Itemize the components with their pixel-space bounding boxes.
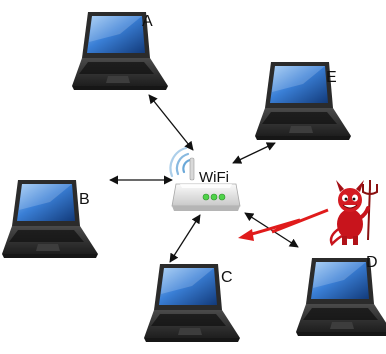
attack-signal-arrow [238, 208, 329, 241]
label-e: E [326, 69, 337, 86]
laptop-a[interactable] [72, 12, 168, 90]
devil-attacker-icon [329, 180, 378, 247]
label-d: D [366, 254, 378, 271]
laptop-icon [72, 12, 168, 90]
connection-router-c [169, 214, 201, 263]
wifi-router-icon[interactable] [169, 146, 241, 211]
connection-router-e [232, 142, 276, 164]
wifi-signal-icon [169, 146, 192, 178]
connections [109, 94, 299, 263]
connection-router-d [244, 212, 299, 248]
label-a: A [142, 13, 153, 30]
label-b: B [79, 191, 90, 208]
wifi-label: WiFi [199, 169, 229, 186]
label-c: C [221, 269, 233, 286]
connection-router-a [148, 94, 194, 151]
